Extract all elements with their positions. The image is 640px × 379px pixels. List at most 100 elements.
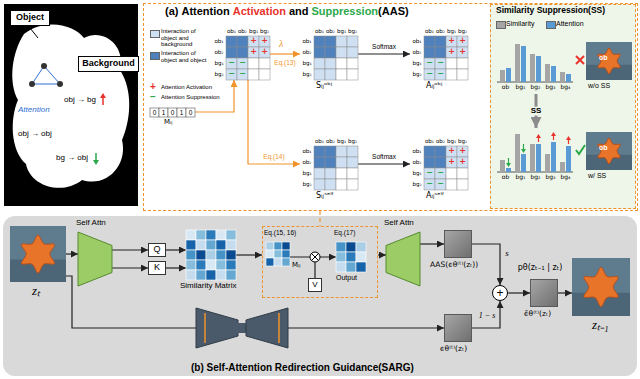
matrix-cell [259, 36, 270, 47]
node-label: Eq.(17) [334, 229, 355, 236]
noise-box: ϵθ⁽ᵗ⁾(zₜ) [444, 314, 472, 342]
legend-swatch [546, 21, 556, 29]
matrix-cell [336, 179, 347, 190]
attention-bar [506, 68, 511, 82]
node-label: AAS(ϵθ⁽ᵗ⁾(zₜ)) [430, 261, 478, 269]
grid-cell [186, 240, 196, 250]
node-label: ob₁ [314, 28, 325, 34]
node-label: obj → obj [18, 130, 52, 139]
matrix-cell [457, 157, 468, 168]
node-label: bg₂ [528, 174, 543, 181]
node-label: bg₃ [543, 174, 558, 181]
grid-cell [206, 240, 216, 250]
matrix-cell [347, 157, 358, 168]
legend-text: Similarity [506, 20, 534, 28]
decrease-arrow [523, 144, 524, 149]
connector [319, 211, 320, 226]
grid-cell [266, 242, 274, 250]
connector [236, 254, 262, 255]
node-label: (b) Self-Attention Redirection Guidance(… [191, 362, 414, 373]
grid-cell [356, 262, 366, 272]
mask-vector: 01010Mᵢⱼ [150, 108, 195, 117]
matrix-cell [314, 47, 325, 58]
grid-cell [346, 242, 356, 252]
vector-cell [186, 108, 195, 117]
node-label: ob₂ [212, 49, 226, 55]
attention-bar [566, 74, 571, 82]
label-box: Background [78, 56, 139, 72]
node-label: bg → obj [56, 154, 88, 163]
grid-cell [186, 250, 196, 260]
node-label: (AAS) [378, 5, 409, 17]
matrix-cell [325, 36, 336, 47]
equation-box: VOutputEq.(15, 16)Eq.(17)Mᵢⱼ [262, 226, 378, 298]
matrix-cell [259, 69, 270, 80]
node-label: bg₁ [446, 138, 457, 144]
matrix-cell [248, 36, 259, 47]
node-illustration [586, 132, 632, 170]
node-label: + [457, 147, 468, 156]
node-label: Similarity Suppression(SS) [496, 6, 605, 15]
legend-text: Interaction of object and object [161, 50, 207, 63]
edge-label: 1 − s [478, 312, 497, 321]
symbol-label: − [150, 91, 156, 102]
node-label: ob₁ [314, 138, 325, 144]
node-label: bg₁ [336, 138, 347, 144]
attention-link [44, 66, 60, 84]
node-label: (a) [165, 5, 178, 17]
matrix-cell [347, 146, 358, 157]
increase-arrow [536, 134, 541, 138]
vector-cell [159, 108, 168, 117]
matrix-cell [435, 146, 446, 157]
encoder-block: Self Attn [78, 232, 112, 286]
grid-cell [226, 240, 236, 250]
node-label: ob₁ [410, 148, 424, 154]
node-label: ob [599, 144, 608, 152]
attention-bar [566, 146, 571, 172]
matrix-cell [314, 157, 325, 168]
matrix-cell [248, 47, 259, 58]
grid-cell [266, 250, 274, 258]
node-label: − [435, 169, 446, 178]
node-label: Output [336, 274, 357, 282]
matrix-cell [457, 58, 468, 69]
grid-cell [186, 260, 196, 270]
node-label: Sᵢⱼᵒᵇʲ [316, 82, 332, 91]
node-label: − [226, 59, 237, 68]
photo-ground [586, 42, 632, 80]
grid-cell [274, 250, 282, 258]
node-label: 0 [150, 109, 159, 116]
node-label: Mᵢⱼ [292, 262, 301, 270]
similarity-bar [545, 64, 550, 82]
decrease-arrow [506, 163, 511, 167]
aas-panel: 01010Mᵢⱼob₁ob₂bg₁bg₂ob₁ob₂bg₁bg₂++++−−−−… [143, 3, 638, 211]
output-matrix: Output [336, 242, 366, 272]
node-label: + [457, 48, 468, 57]
node-label: bg₃ [543, 84, 558, 91]
node-label: + [496, 287, 503, 299]
node-label: 0 [168, 109, 177, 116]
matrix-cell [226, 47, 237, 58]
node-label: bg₂ [457, 138, 468, 144]
matrix-cell [424, 58, 435, 69]
node-label: bg₂ [347, 138, 358, 144]
node-label: Object [16, 13, 44, 23]
node-label: Attention [18, 106, 50, 115]
similarity-bar [560, 72, 565, 82]
node-label: + [248, 48, 259, 57]
node-label: bg₁ [300, 60, 314, 66]
node-label: bg₁ [410, 170, 424, 176]
node-label: bg₂ [528, 84, 543, 91]
node-label: bg₂ [212, 71, 226, 77]
legend-swatch [150, 52, 160, 60]
edge-label: s [504, 249, 510, 259]
grid-cell [216, 230, 226, 240]
attention-bar [536, 56, 541, 82]
grid-cell [336, 242, 346, 252]
node-label: bg₁ [410, 60, 424, 66]
node-label: Similarity Matrix [180, 282, 236, 291]
matrix-cell [457, 146, 468, 157]
node-label: 1 [177, 109, 186, 116]
matrix-cell [457, 179, 468, 190]
node-label: ob [498, 174, 513, 181]
